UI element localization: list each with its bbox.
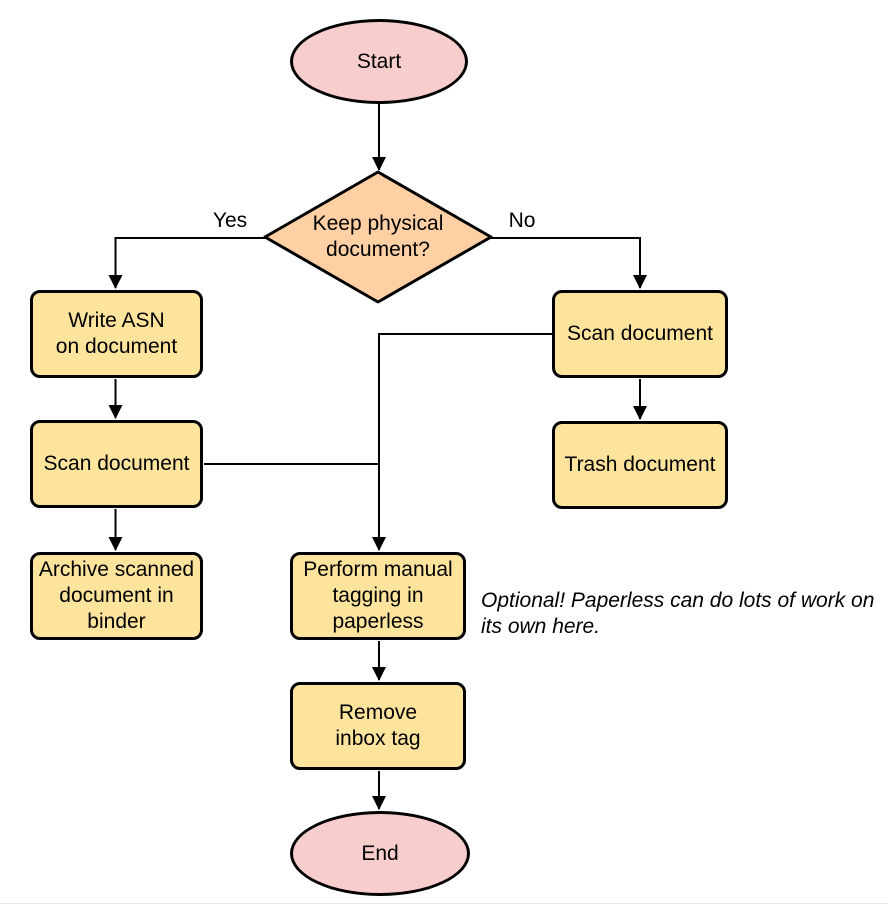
start-node: Start bbox=[290, 19, 468, 104]
manual-tagging-node: Perform manual tagging in paperless bbox=[290, 552, 466, 640]
trash-document-node: Trash document bbox=[552, 421, 728, 509]
write-asn-label: Write ASN on document bbox=[55, 309, 178, 358]
manual-tagging-label: Perform manual tagging in paperless bbox=[303, 558, 453, 633]
edge-decision-yes-to-write-asn bbox=[108, 237, 265, 289]
end-node: End bbox=[290, 811, 470, 896]
scan-document-left-node: Scan document bbox=[30, 420, 203, 508]
remove-inbox-tag-label: Remove inbox tag bbox=[335, 701, 421, 750]
edge-scan-right-to-manual-tagging bbox=[372, 333, 552, 551]
remove-inbox-tag-node: Remove inbox tag bbox=[290, 682, 466, 770]
trash-document-label: Trash document bbox=[564, 453, 716, 476]
edge-label-yes: Yes bbox=[212, 209, 248, 232]
optional-note: Optional! Paperless can do lots of work … bbox=[481, 589, 875, 638]
archive-binder-label: Archive scanned document in binder bbox=[38, 558, 195, 633]
scan-document-right-node: Scan document bbox=[552, 290, 728, 378]
decision-label: Keep physical document? bbox=[312, 212, 444, 261]
archive-binder-node: Archive scanned document in binder bbox=[30, 552, 203, 640]
bottom-rule bbox=[0, 903, 888, 904]
scan-document-left-label: Scan document bbox=[43, 452, 190, 475]
decision-keep-physical-node: Keep physical document? bbox=[278, 211, 478, 263]
end-label: End bbox=[361, 841, 399, 865]
start-label: Start bbox=[356, 49, 402, 73]
scan-document-right-label: Scan document bbox=[567, 322, 713, 345]
edge-label-no: No bbox=[508, 209, 536, 232]
write-asn-node: Write ASN on document bbox=[30, 290, 203, 378]
edge-decision-no-to-scan-right bbox=[491, 237, 647, 289]
